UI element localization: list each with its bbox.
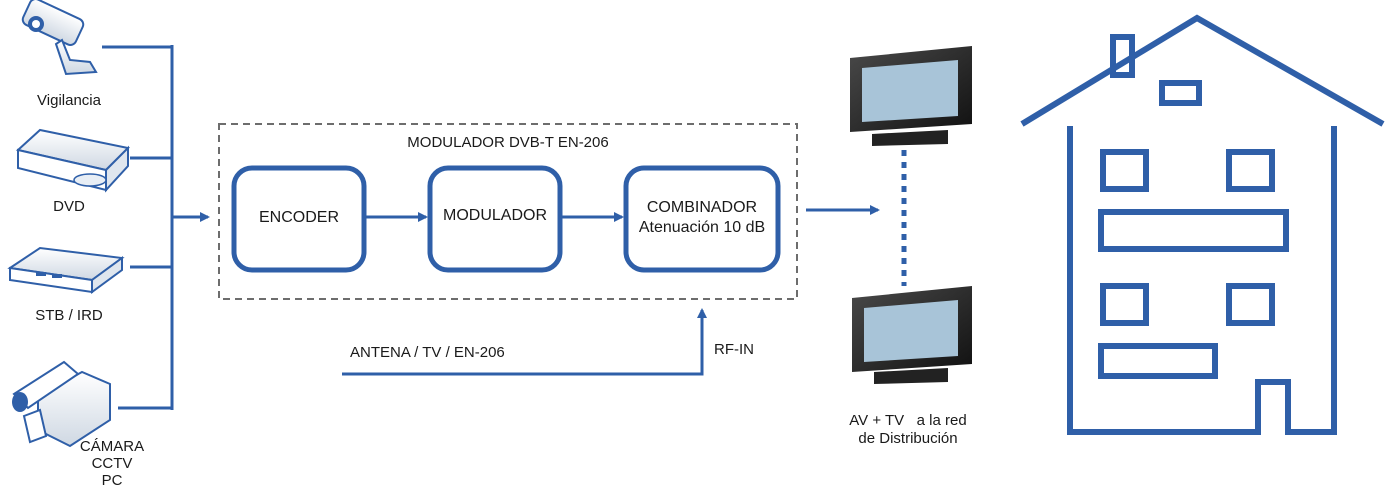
distribution-label: AV + TV a la red de Distribución	[826, 412, 990, 448]
internal-arrows	[366, 205, 880, 222]
tv-icon-bottom	[852, 286, 972, 384]
combinador-label: COMBINADOR Atenuación 10 dB	[626, 198, 778, 238]
tv-icon-top	[850, 46, 972, 146]
combinador-line-2: Atenuación 10 dB	[638, 219, 766, 236]
modulator-title: MODULADOR DVB-T EN-206	[407, 134, 609, 151]
source-label-stb: STB / IRD	[35, 307, 103, 324]
rf-input-line	[342, 308, 707, 376]
encoder-label: ENCODER	[258, 209, 339, 226]
encoder-block	[231, 165, 367, 273]
source-label-camara: CÁMARA CCTV PC	[72, 438, 152, 489]
source-label-vigilancia: Vigilancia	[37, 92, 101, 109]
distribution-line-2: de Distribución	[858, 430, 958, 447]
camara-line-1: CÁMARA	[79, 438, 145, 455]
set-top-box-icon	[7, 246, 125, 294]
modulador-label: MODULADOR	[442, 207, 547, 224]
dvd-player-icon	[15, 128, 131, 193]
distribution-line-1: AV + TV a la red	[849, 412, 967, 429]
security-camera-icon	[21, 0, 98, 76]
combinador-block	[623, 165, 781, 273]
rf-in-label: RF-IN	[714, 341, 754, 358]
camara-line-3: PC	[101, 472, 123, 489]
video-camera-icon	[12, 360, 111, 448]
modulator-frame	[218, 123, 798, 300]
source-bus	[102, 45, 210, 410]
modulador-block	[427, 165, 563, 273]
source-label-dvd: DVD	[53, 198, 85, 215]
combinador-line-1: COMBINADOR	[646, 199, 758, 216]
house-icon	[1020, 14, 1385, 435]
antenna-source-label: ANTENA / TV / EN-206	[350, 344, 505, 361]
camara-line-2: CCTV	[91, 455, 133, 472]
